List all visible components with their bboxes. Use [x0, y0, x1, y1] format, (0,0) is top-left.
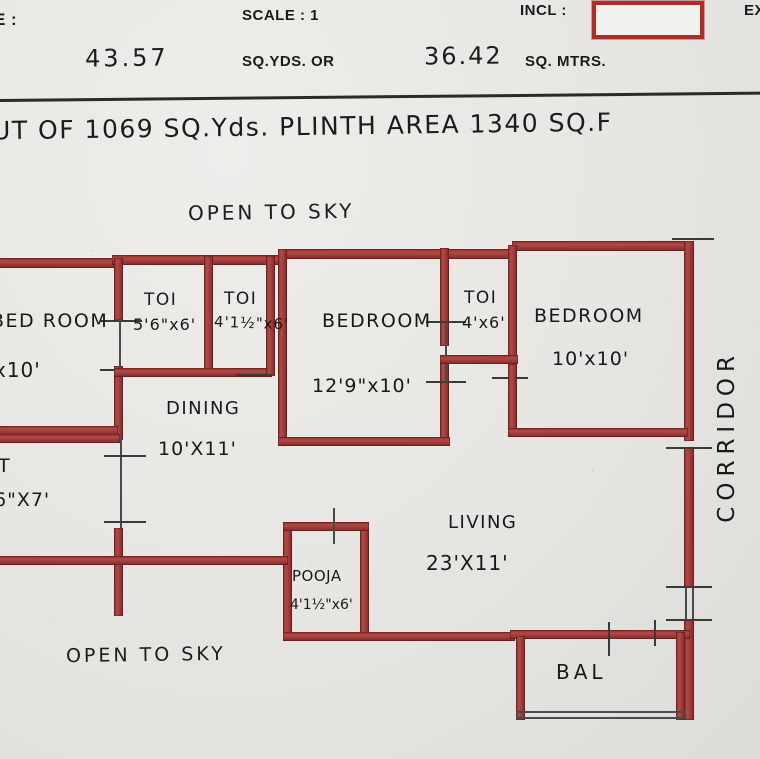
wall-bedroom-mid-left [278, 249, 287, 443]
wall-bedroom-mid-bottom [278, 437, 450, 446]
wall-toilet1-toilet2-divider [204, 256, 213, 372]
wall-toilet2-right [266, 256, 275, 376]
door-tick-balcony-side [654, 620, 656, 646]
wall-pooja-top [283, 522, 369, 531]
wall-exterior-top-left [0, 258, 118, 268]
room-dim-toilet-1: 5'6"x6' [133, 315, 197, 334]
room-dim-toilet-2: 4'1½"x6' [213, 312, 290, 334]
door-tick-dining-b [104, 521, 146, 523]
wall-bedroom-left-bottom [0, 426, 118, 435]
door-jamb-bedroom-mid [445, 322, 447, 382]
wall-pooja-right [360, 522, 369, 640]
room-dim-dining: 10'X11' [158, 438, 237, 460]
wall-exterior-top-mid2 [278, 249, 516, 259]
wall-bedroom-right-bottom [508, 428, 688, 437]
left-cut-label: E : [0, 10, 18, 29]
wall-balcony-bottom-outer [516, 711, 686, 713]
room-dim-toilet-lower-left: 6"X7' [0, 489, 51, 511]
area-meters-unit: SQ. MTRS. [525, 53, 607, 70]
wall-balcony-right [676, 632, 685, 720]
door-tick-corridor-a [666, 447, 712, 449]
room-dim-bedroom-left: x10' [0, 358, 41, 382]
opening-right-wall-edge-b [692, 588, 694, 621]
door-tick-dining-a [104, 455, 146, 457]
door-tick-bedroom-left-a [100, 320, 142, 322]
room-dim-bedroom-middle: 12'9"x10' [312, 375, 412, 397]
door-tick-balcony-top [608, 622, 610, 656]
incl-label: INCL : [520, 2, 567, 19]
room-label-living: LIVING [448, 512, 518, 533]
opening-right-wall-edge-a [685, 588, 687, 621]
wall-toilet3-right [508, 245, 517, 365]
room-label-toilet-3: TOI [464, 288, 498, 308]
wall-pooja-left [283, 522, 292, 640]
wall-bedroom-right-left [508, 364, 517, 434]
door-tick-corridor-b [666, 586, 712, 588]
room-label-bedroom-right: BEDROOM [534, 305, 644, 327]
door-tick-bedroom-mid-b [426, 381, 466, 383]
door-tick-toilet2-bottom [236, 374, 272, 376]
corridor-label: CORRIDOR [714, 350, 740, 523]
incl-value-box[interactable] [592, 1, 704, 39]
wall-bedroom-mid-right-upper [440, 248, 449, 346]
wall-exterior-top-mid1 [112, 255, 282, 265]
dining-right-guide [120, 435, 122, 529]
wall-toilet-block-bottom [114, 368, 272, 377]
wall-toilet3-bottom [440, 355, 518, 364]
room-label-bedroom-left: BED ROOM [0, 310, 109, 332]
wall-exterior-top-right [512, 241, 694, 251]
wall-exterior-right-mid [684, 448, 694, 587]
wall-living-left-lower [0, 556, 288, 565]
room-dim-living: 23'X11' [426, 551, 509, 575]
wall-balcony-left [516, 636, 525, 720]
room-dim-bedroom-right: 10'x10' [552, 348, 630, 370]
room-dim-pooja: 4'1½"x6' [290, 597, 353, 613]
wall-living-bottom [283, 632, 515, 641]
room-dim-toilet-3: 4'x6' [462, 313, 506, 332]
room-label-dining: DINING [166, 398, 241, 419]
wall-exterior-right-lower [684, 620, 694, 720]
wall-exterior-right-upper [684, 241, 694, 441]
right-cut-label: EX [744, 2, 760, 19]
wall-dining-right-bottom [114, 556, 123, 616]
pooja-top-guide [333, 508, 335, 544]
wall-balcony-bottom-inner [516, 717, 686, 719]
area-yards-unit: SQ.YDS. OR [242, 53, 335, 70]
room-label-toilet-2: TOI [224, 289, 258, 309]
room-label-bedroom-middle: BEDROOM [322, 310, 432, 332]
scale-label: SCALE : 1 [242, 7, 320, 24]
door-tick-corridor-c [666, 619, 712, 621]
room-label-toilet-1: TOI [144, 290, 178, 310]
wall-living-bottom-right [510, 630, 690, 639]
wall-bedroom-left-right-lower [114, 366, 123, 440]
door-jamb-bedroom-left [119, 320, 121, 370]
room-label-toilet-lower-left: T [0, 455, 12, 477]
room-label-pooja: POOJA [292, 567, 342, 585]
wall-bedroom-mid-right-lower [440, 356, 449, 442]
door-tick-top-right [672, 238, 714, 240]
room-label-balcony: BAL [556, 660, 607, 684]
open-to-sky-bottom-label: OPEN TO SKY [65, 642, 226, 668]
wall-bedroom-left-right-upper [114, 258, 123, 320]
wall-lower-left-toilet-top [0, 434, 120, 443]
wall-dining-right-lower [114, 528, 123, 558]
